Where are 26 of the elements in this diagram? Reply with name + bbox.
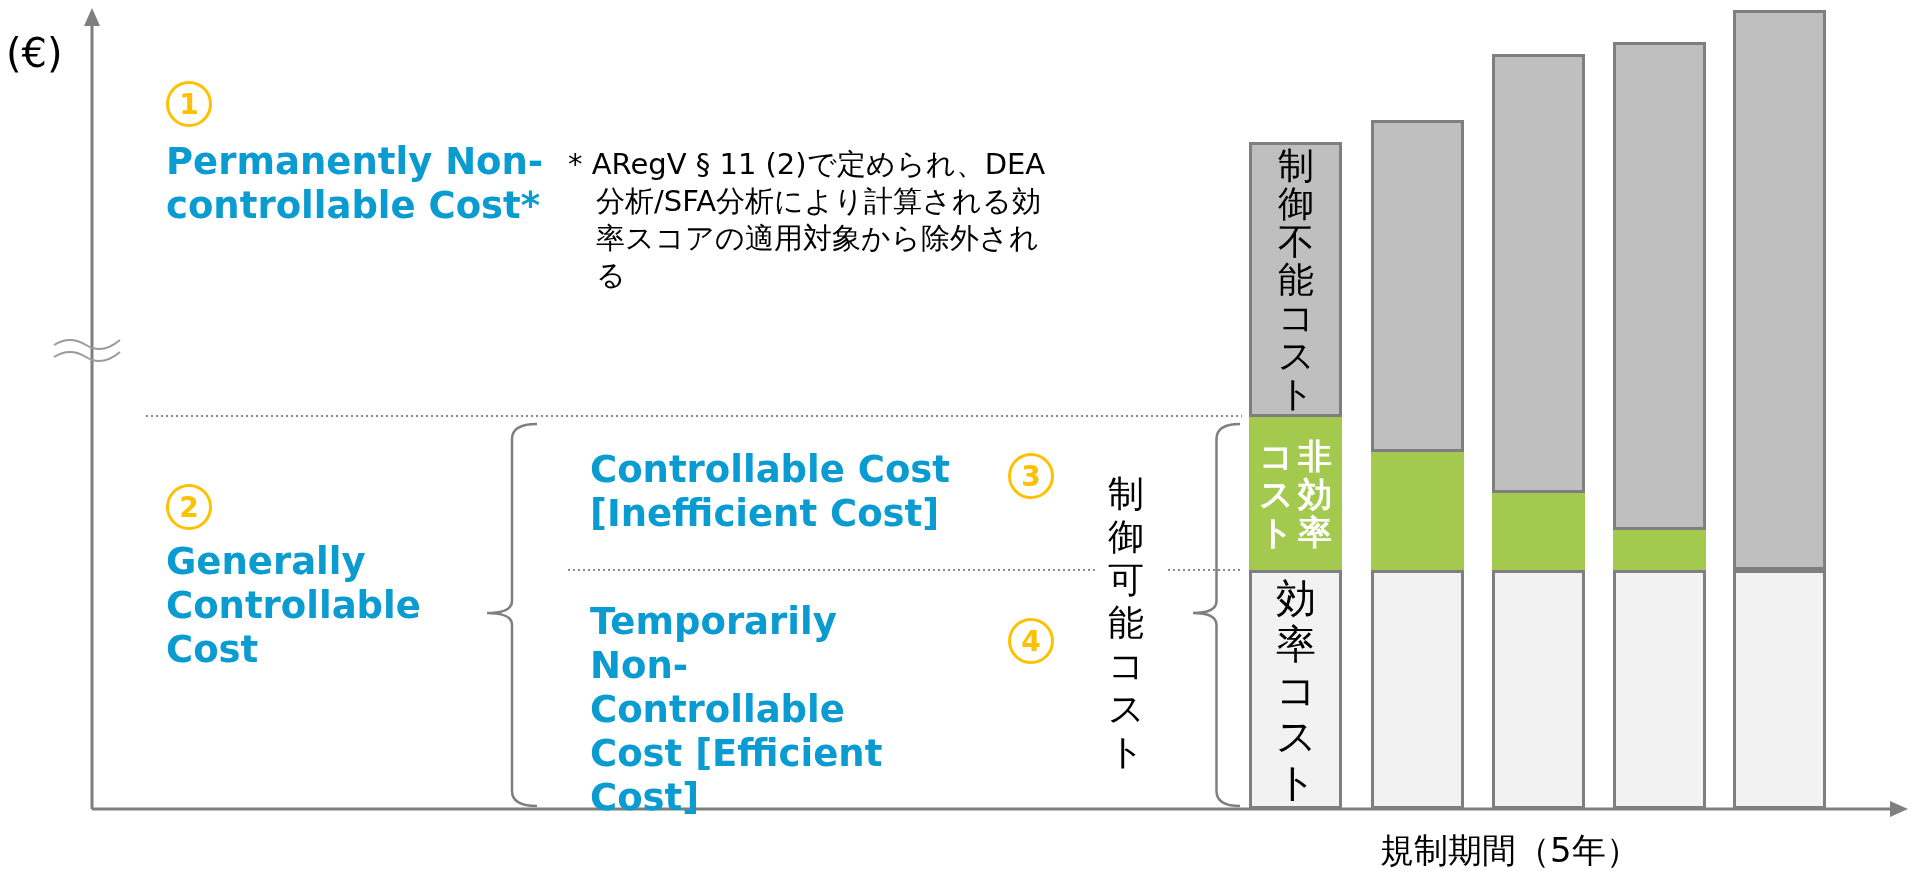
- bar-segment: [1733, 10, 1826, 570]
- vertical-label: 制御可能コスト: [1106, 472, 1146, 773]
- number-circle: 3: [1008, 453, 1054, 499]
- bar-segment: [1613, 570, 1706, 809]
- x-axis-label: 規制期間（5年）: [1380, 829, 1641, 871]
- bar-segment: [1492, 493, 1585, 570]
- bar-segment: 効率コスト: [1249, 570, 1342, 809]
- bar-segment: [1613, 42, 1706, 530]
- bar-segment: [1492, 570, 1585, 809]
- cost-category-label: Temporarily Non-Controllable Cost [Efficient Cost]: [590, 600, 884, 820]
- axis-unit-label: (€): [6, 30, 64, 76]
- bar-segment: 制御不能コスト: [1249, 142, 1342, 417]
- bar-segment: [1371, 452, 1464, 570]
- bar-segment: [1733, 570, 1826, 809]
- cost-category-label: Permanently Non-controllable Cost*: [166, 140, 545, 228]
- bar-segment: [1371, 570, 1464, 809]
- bar-segment: [1613, 530, 1706, 570]
- cost-category-label: Generally Controllable Cost: [166, 540, 422, 672]
- footnote: * ARegV § 11 (2)で定められ、DEA分析/SFA分析により計算される効率スコアの適用対象から除外される: [568, 146, 1047, 294]
- cost-category-label: Controllable Cost [Inefficient Cost]: [590, 448, 952, 536]
- number-circle: 4: [1008, 618, 1054, 664]
- bar-segment: 非効率コスト: [1249, 417, 1342, 570]
- number-circle: 1: [166, 81, 212, 127]
- bar-segment: [1371, 120, 1464, 452]
- bar-segment: [1492, 54, 1585, 493]
- number-circle: 2: [166, 484, 212, 530]
